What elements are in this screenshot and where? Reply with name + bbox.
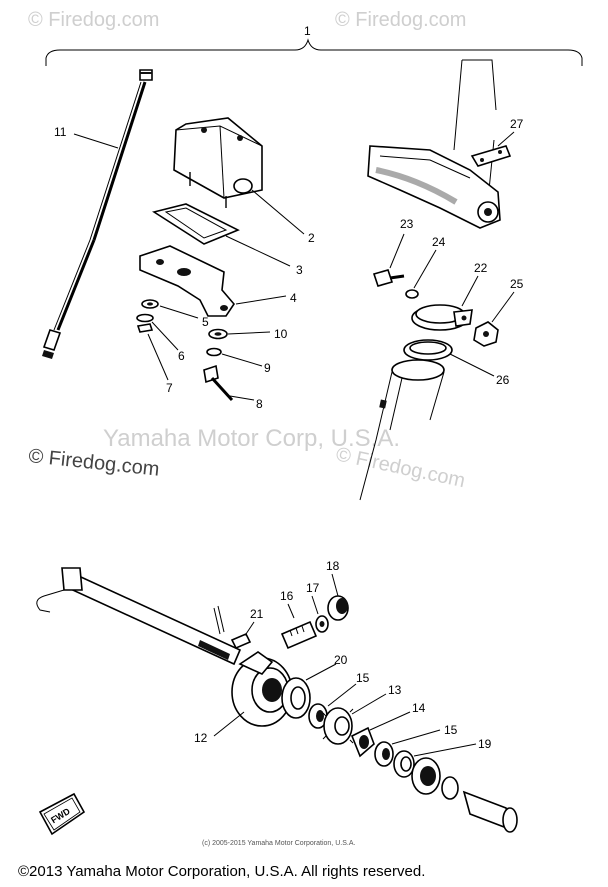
callout-7: 7 (166, 381, 173, 395)
seal-20 (281, 677, 311, 719)
assembly-bracket (45, 38, 583, 66)
washer-10 (208, 328, 228, 340)
callout-6: 6 (178, 349, 185, 363)
ring-26 (403, 339, 453, 361)
washer-24 (405, 289, 419, 299)
callout-27: 27 (510, 117, 524, 131)
retainer-14 (350, 726, 375, 758)
fwd-direction-badge: FWD (38, 792, 86, 836)
callout-20: 20 (334, 653, 348, 667)
clip-27 (470, 145, 512, 167)
bolt-8 (203, 364, 234, 402)
callout-26: 26 (496, 373, 510, 387)
watermark-right-mid: © Firedog.com (334, 443, 467, 492)
bushing-18 (327, 595, 349, 621)
fork-outer-tube (359, 359, 445, 501)
callout-1: 1 (304, 24, 311, 38)
drive-gear-16 (280, 620, 318, 650)
callout-18: 18 (326, 559, 340, 573)
washer-9 (206, 347, 222, 357)
callout-16: 16 (280, 589, 294, 603)
callout-24: 24 (432, 235, 446, 249)
gear-housing-12 (231, 651, 293, 727)
cotter-pin-21 (213, 605, 252, 650)
callout-5: 5 (202, 315, 209, 329)
speedometer-cable (42, 69, 153, 359)
callout-25: 25 (510, 277, 524, 291)
callout-15a: 15 (356, 671, 370, 685)
watermark-corner-left: © Firedog.com (28, 9, 159, 31)
callout-12: 12 (194, 731, 208, 745)
callout-23: 23 (400, 217, 414, 231)
washer (136, 313, 154, 323)
callout-9: 9 (264, 361, 271, 375)
washer-17 (315, 615, 329, 633)
copyright-footer: ©2013 Yamaha Motor Corporation, U.S.A. A… (18, 863, 425, 880)
callout-22: 22 (474, 261, 488, 275)
thrust-washer-15a (308, 703, 328, 729)
callout-14: 14 (412, 701, 426, 715)
callout-19: 19 (478, 737, 492, 751)
meter-housing (173, 117, 263, 208)
upper-bracket (367, 145, 501, 229)
watermark-owner: Yamaha Motor Corp, U.S.A. (103, 425, 400, 452)
callout-15b: 15 (444, 723, 458, 737)
grommet (141, 299, 159, 309)
axle-collar (462, 790, 518, 833)
oil-seal-19 (393, 750, 415, 778)
clutch-gear-13 (322, 707, 354, 745)
bolt-23 (372, 269, 405, 287)
watermark-corner-right: © Firedog.com (335, 9, 466, 31)
nut-25 (473, 321, 499, 347)
meter-bracket (139, 245, 236, 317)
nut (136, 323, 154, 333)
spacer (441, 776, 459, 800)
thrust-washer-15b (374, 741, 394, 767)
callout-4: 4 (290, 291, 297, 305)
callout-13: 13 (388, 683, 402, 697)
callout-2: 2 (308, 231, 315, 245)
callout-21: 21 (250, 607, 264, 621)
callout-17: 17 (306, 581, 320, 595)
callout-8: 8 (256, 397, 263, 411)
callout-3: 3 (296, 263, 303, 277)
fine-print: (c) 2005-2015 Yamaha Motor Corporation, … (202, 840, 355, 847)
gasket (152, 203, 240, 245)
callout-11: 11 (54, 125, 67, 139)
clamp-22 (411, 304, 473, 331)
front-axle (36, 567, 242, 666)
bearing (411, 757, 441, 795)
callout-10: 10 (274, 327, 288, 341)
